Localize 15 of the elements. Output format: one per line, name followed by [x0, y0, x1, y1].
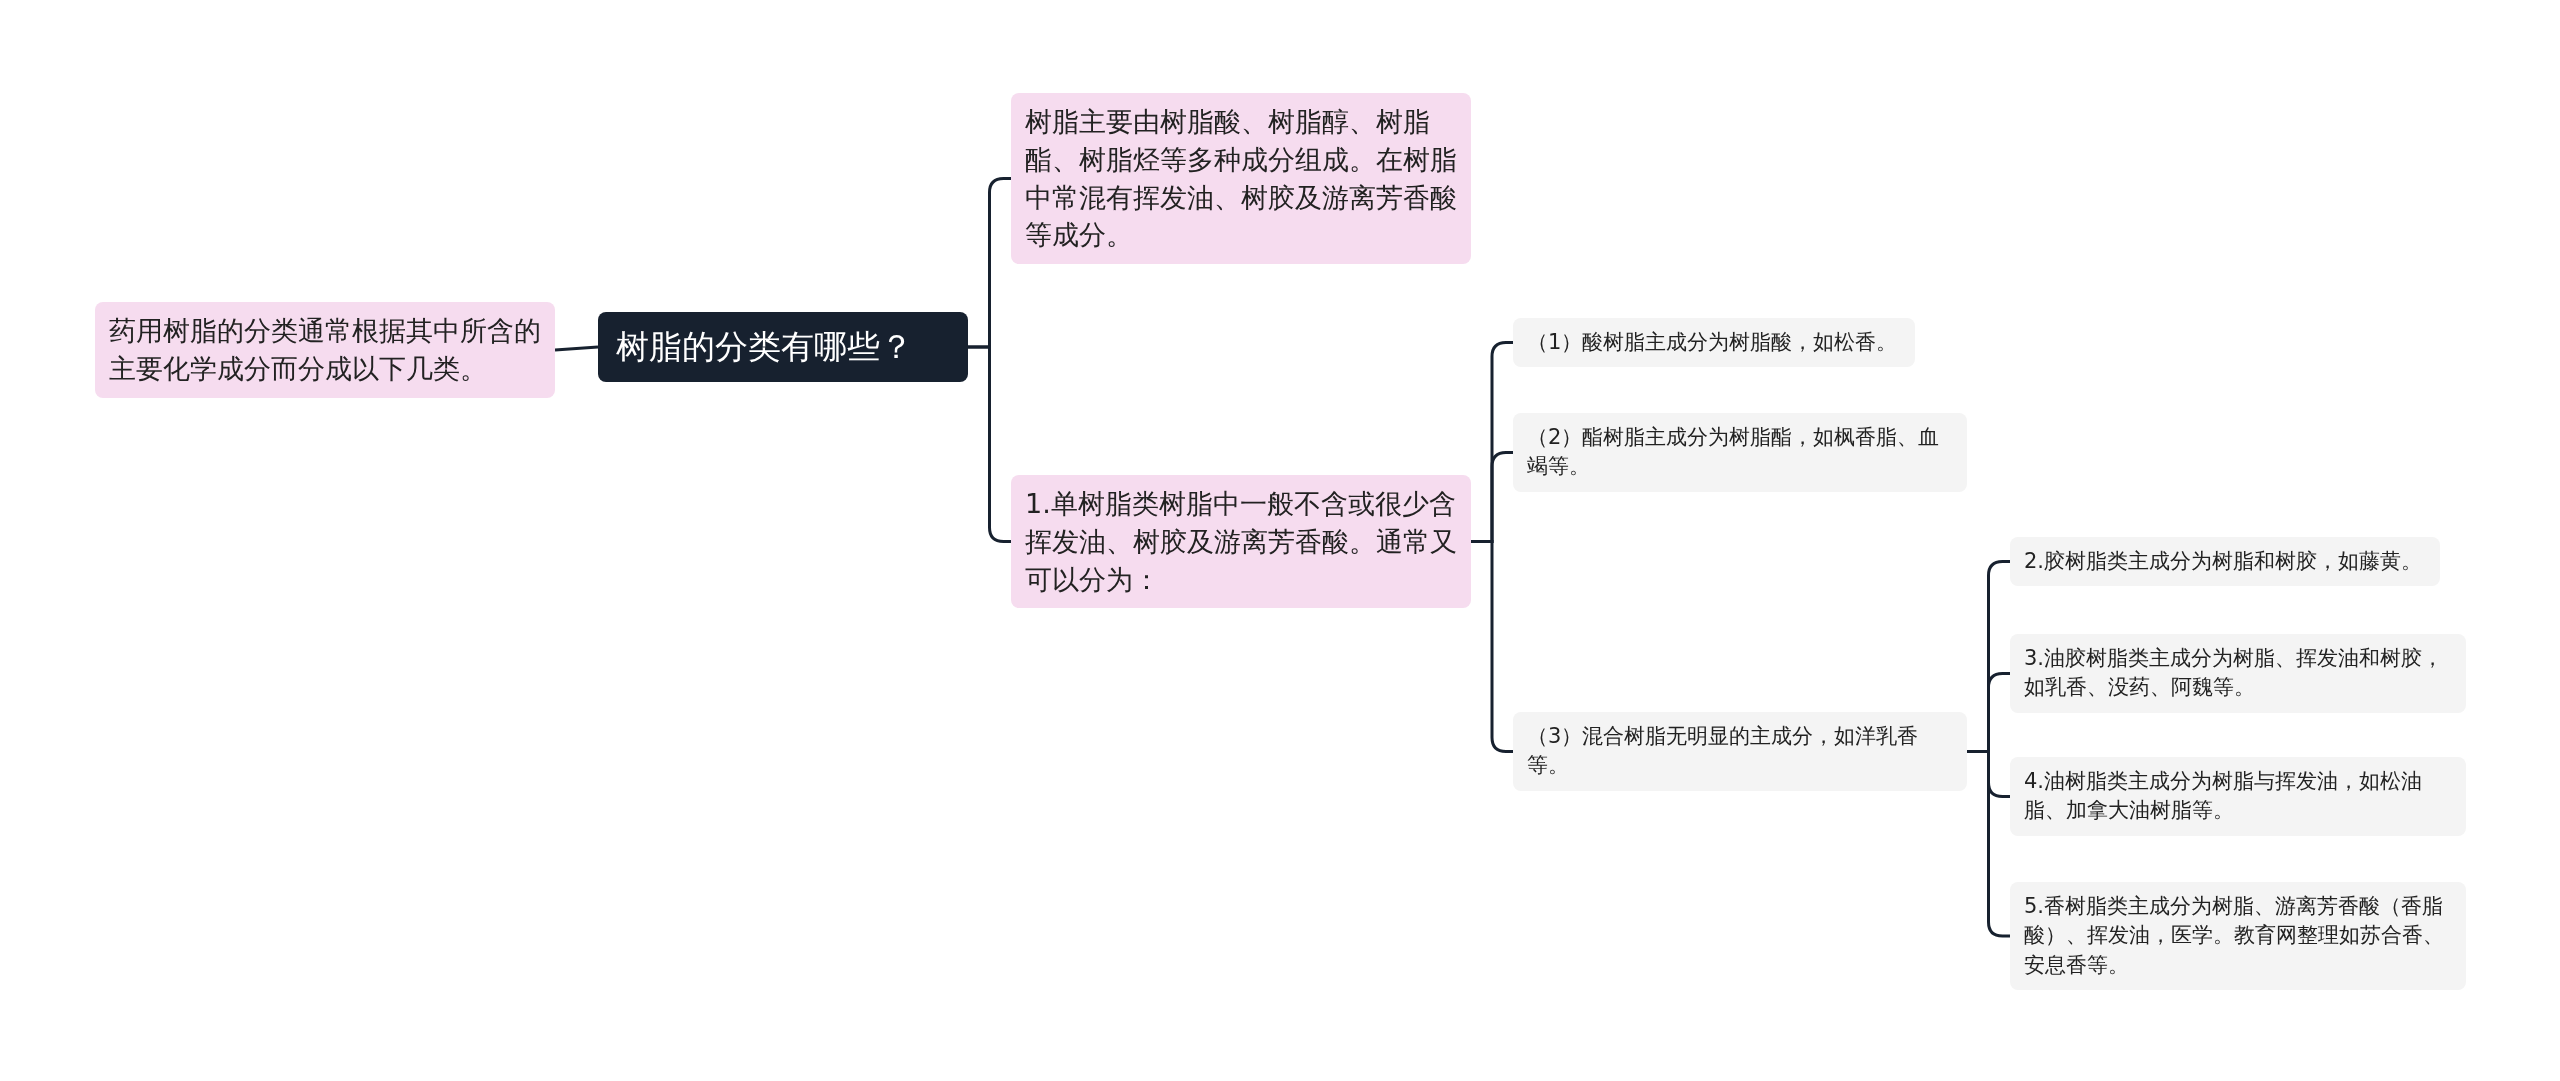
note-box: 1.单树脂类树脂中一般不含或很少含挥发油、树胶及游离芳香酸。通常又可以分为：	[1011, 475, 1471, 609]
note-box: （3）混合树脂无明显的主成分，如洋乳香等。	[1513, 712, 1967, 791]
topic-box: 树脂的分类有哪些？	[598, 312, 968, 383]
connector-line	[1471, 540, 1513, 753]
note-box: （1）酸树脂主成分为树脂酸，如松香。	[1513, 318, 1915, 368]
note-box: （2）酯树脂主成分为树脂酯，如枫香脂、血竭等。	[1513, 413, 1967, 492]
note-box: 3.油胶树脂类主成分为树脂、挥发油和树胶，如乳香、没药、阿魏等。	[2010, 634, 2466, 713]
connector-line	[968, 345, 1011, 543]
note-box: 4.油树脂类主成分为树脂与挥发油，如松油脂、加拿大油树脂等。	[2010, 757, 2466, 836]
connector-line	[1967, 750, 2010, 938]
note-box: 2.胶树脂类主成分为树脂和树胶，如藤黄。	[2010, 537, 2440, 587]
note-box: 药用树脂的分类通常根据其中所含的主要化学成分而分成以下几类。	[95, 302, 555, 398]
note-box: 树脂主要由树脂酸、树脂醇、树脂酯、树脂烃等多种成分组成。在树脂中常混有挥发油、树胶及游离芳香酸等成分。	[1011, 93, 1471, 265]
note-box: 5.香树脂类主成分为树脂、游离芳香酸（香脂酸）、挥发油，医学。教育网整理如苏合香、安息香等。	[2010, 882, 2466, 991]
connector-line	[554, 345, 599, 352]
